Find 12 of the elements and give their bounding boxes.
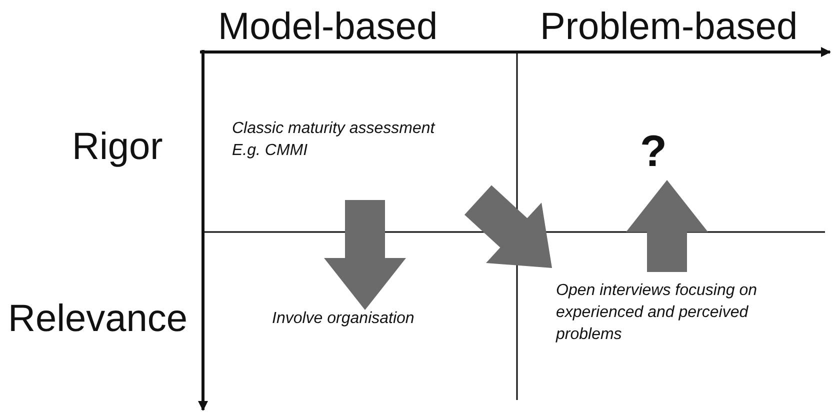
question-mark: ? [640, 128, 668, 176]
block-arrow [324, 200, 406, 310]
note-text: E.g. CMMI [232, 141, 309, 161]
column-heading: Problem-based [540, 8, 798, 46]
row-heading: Relevance [8, 300, 188, 338]
note-text: Open interviews focusing on experienced and perceived problems [556, 281, 758, 345]
column-heading: Model-based [218, 8, 438, 46]
note-text: Classic maturity assessment [232, 119, 436, 139]
row-heading: Rigor [72, 128, 163, 166]
block-arrow [464, 185, 552, 268]
note-text: Involve organisation [272, 309, 416, 329]
block-arrow [626, 180, 708, 272]
